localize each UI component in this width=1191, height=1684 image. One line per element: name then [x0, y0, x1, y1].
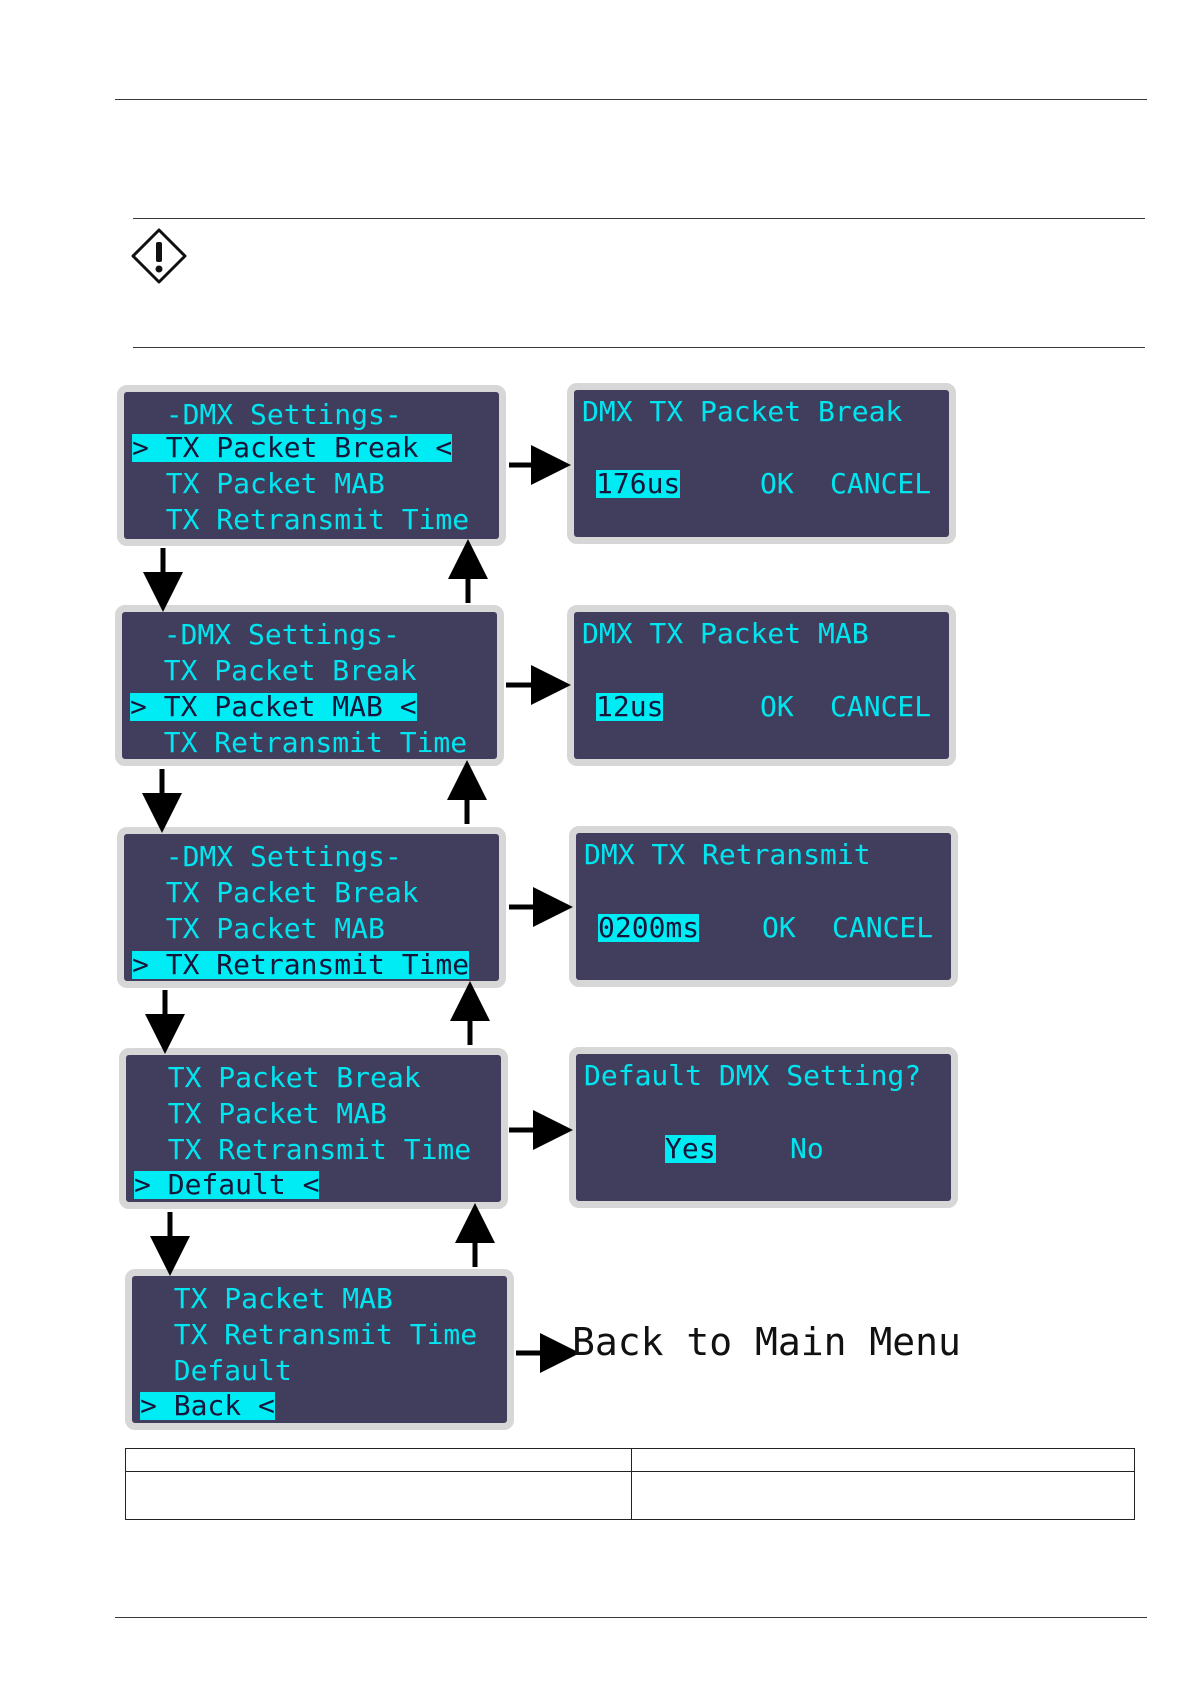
- table-cell: [631, 1448, 1135, 1472]
- dialog-3-title: DMX TX Retransmit: [584, 838, 871, 871]
- menu-screen-2: -DMX Settings- TX Packet Break > TX Pack…: [115, 605, 504, 766]
- dialog-default: Default DMX Setting? Yes No: [569, 1047, 958, 1208]
- empty-table: [125, 1448, 1135, 1520]
- note-top-rule: [133, 218, 1145, 219]
- menu-screen-1: -DMX Settings- > TX Packet Break < TX Pa…: [117, 385, 506, 546]
- dialog-4-title: Default DMX Setting?: [584, 1059, 922, 1092]
- footer-rule: [115, 1617, 1147, 1618]
- menu-5-item[interactable]: TX Packet MAB: [140, 1282, 393, 1315]
- menu-2-title: -DMX Settings-: [130, 618, 400, 651]
- menu-4-item[interactable]: TX Packet MAB: [134, 1097, 387, 1130]
- table-row: [125, 1448, 1135, 1472]
- dialog-1-title: DMX TX Packet Break: [582, 395, 903, 428]
- menu-5-item-selected[interactable]: > Back <: [140, 1389, 275, 1422]
- dialog-3-value[interactable]: 0200ms: [598, 911, 700, 944]
- menu-2-item[interactable]: TX Packet Break: [130, 654, 417, 687]
- menu-2-item[interactable]: TX Retransmit Time: [130, 726, 468, 759]
- dialog-packet-mab: DMX TX Packet MAB 12us OK CANCEL: [567, 605, 956, 766]
- dialog-1-value[interactable]: 176us: [596, 467, 681, 500]
- menu-screen-4: TX Packet Break TX Packet MAB TX Retrans…: [119, 1048, 508, 1209]
- menu-4-item-selected[interactable]: > Default <: [134, 1168, 320, 1201]
- dialog-packet-break: DMX TX Packet Break 176us OK CANCEL: [567, 383, 956, 544]
- menu-5-item[interactable]: TX Retransmit Time: [140, 1318, 478, 1351]
- menu-3-item[interactable]: TX Packet MAB: [132, 912, 385, 945]
- menu-1-item[interactable]: TX Retransmit Time: [132, 503, 470, 536]
- dialog-3-ok-button[interactable]: OK: [762, 911, 796, 944]
- menu-1-title: -DMX Settings-: [132, 398, 402, 431]
- menu-screen-3: -DMX Settings- TX Packet Break TX Packet…: [117, 827, 506, 988]
- menu-screen-5: TX Packet MAB TX Retransmit Time Default…: [125, 1269, 514, 1430]
- dialog-4-no-button[interactable]: No: [790, 1132, 824, 1165]
- note-bottom-rule: [133, 347, 1145, 348]
- menu-4-item[interactable]: TX Retransmit Time: [134, 1133, 472, 1166]
- dialog-2-title: DMX TX Packet MAB: [582, 617, 869, 650]
- dialog-2-ok-button[interactable]: OK: [760, 690, 794, 723]
- dialog-2-value[interactable]: 12us: [596, 690, 664, 723]
- back-to-main-menu-label: Back to Main Menu: [572, 1320, 961, 1364]
- table-cell: [125, 1448, 632, 1472]
- menu-3-title: -DMX Settings-: [132, 840, 402, 873]
- dialog-retransmit: DMX TX Retransmit 0200ms OK CANCEL: [569, 826, 958, 987]
- dialog-4-yes-button[interactable]: Yes: [665, 1132, 716, 1165]
- menu-1-item[interactable]: TX Packet MAB: [132, 467, 385, 500]
- table-cell: [125, 1471, 632, 1520]
- table-cell: [631, 1471, 1135, 1520]
- menu-3-item-selected[interactable]: > TX Retransmit Time: [132, 948, 470, 981]
- menu-5-item[interactable]: Default: [140, 1354, 292, 1387]
- dialog-1-ok-button[interactable]: OK: [760, 467, 794, 500]
- table-row: [125, 1471, 1135, 1520]
- header-rule: [115, 99, 1147, 100]
- menu-1-item-selected[interactable]: > TX Packet Break <: [132, 431, 453, 464]
- menu-4-item[interactable]: TX Packet Break: [134, 1061, 421, 1094]
- warning-exclamation-icon: [131, 228, 187, 284]
- menu-2-item-selected[interactable]: > TX Packet MAB <: [130, 690, 417, 723]
- dialog-3-cancel-button[interactable]: CANCEL: [832, 911, 934, 944]
- dialog-2-cancel-button[interactable]: CANCEL: [830, 690, 932, 723]
- menu-3-item[interactable]: TX Packet Break: [132, 876, 419, 909]
- dialog-1-cancel-button[interactable]: CANCEL: [830, 467, 932, 500]
